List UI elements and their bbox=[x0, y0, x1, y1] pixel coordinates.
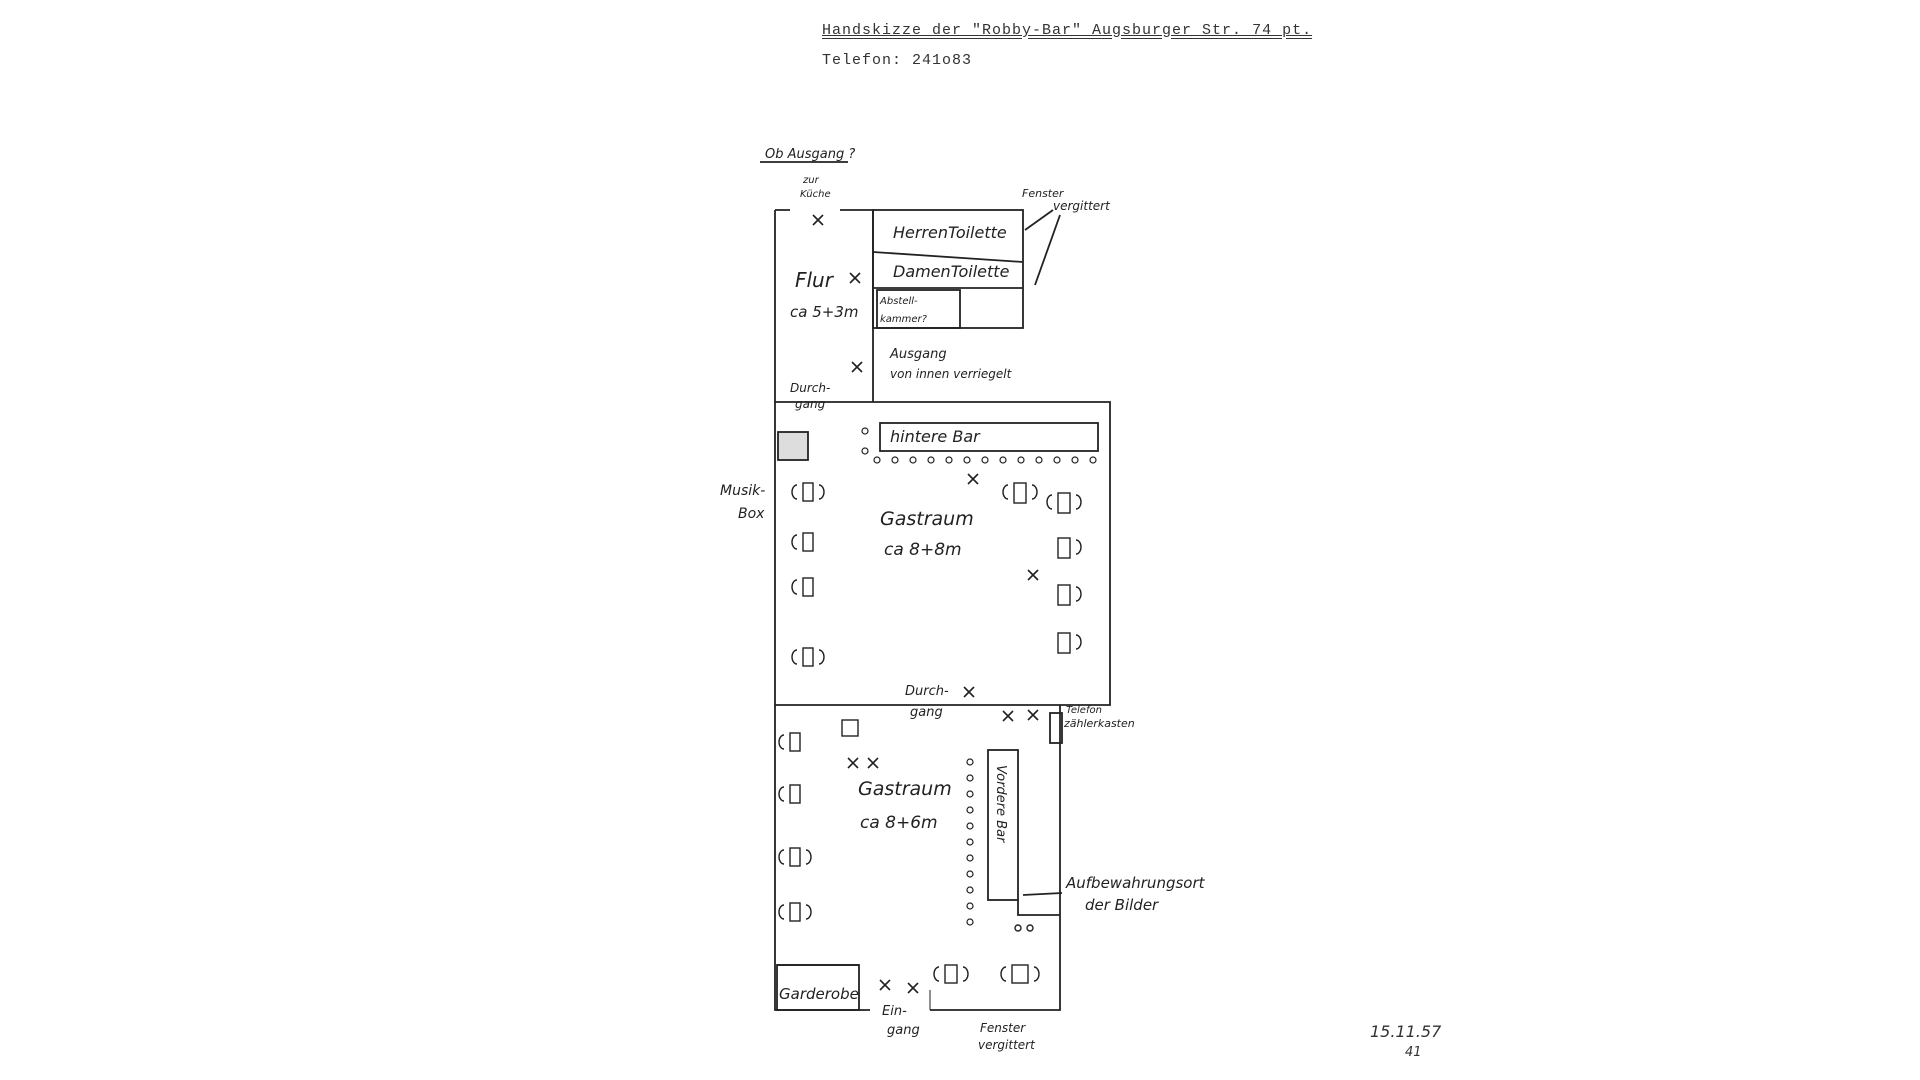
abstellkammer-box bbox=[876, 289, 961, 329]
label-gastraum2: Gastraum bbox=[858, 778, 952, 800]
label-abstell-1: Abstell- bbox=[879, 296, 918, 307]
label-ausgang-2: von innen verriegelt bbox=[890, 367, 1013, 381]
label-telefon-2: zählerkasten bbox=[1063, 717, 1135, 730]
label-hintere-bar: hintere Bar bbox=[890, 427, 981, 446]
label-eingang-2: gang bbox=[887, 1023, 920, 1038]
label-ob-ausgang: Ob Ausgang ? bbox=[765, 147, 855, 162]
label-kueche: Küche bbox=[800, 189, 831, 200]
label-musikbox-1: Musik- bbox=[720, 483, 765, 499]
label-eingang-1: Ein- bbox=[882, 1004, 907, 1019]
label-aufbewahrung-2: der Bilder bbox=[1085, 896, 1159, 914]
date-stamp: 15.11.57 bbox=[1370, 1022, 1442, 1041]
label-herren-toilette: HerrenToilette bbox=[893, 223, 1007, 242]
label-gastraum1-size: ca 8+8m bbox=[884, 540, 962, 560]
label-durchgang2-2: gang bbox=[910, 705, 943, 720]
label-zur: zur bbox=[802, 175, 820, 186]
label-garderobe: Garderobe bbox=[779, 985, 859, 1003]
label-durchgang1-2: gang bbox=[795, 397, 826, 411]
label-aufbewahrung-1: Aufbewahrungsort bbox=[1065, 874, 1206, 892]
gastraum1-wall bbox=[774, 401, 1111, 706]
label-abstell-2: kammer? bbox=[880, 314, 928, 325]
label-fenster-bottom-1: Fenster bbox=[980, 1021, 1026, 1035]
vordere-bar-end bbox=[1017, 900, 1060, 916]
label-telefon-1: Telefon bbox=[1066, 705, 1102, 716]
x-markers bbox=[812, 214, 1039, 994]
hintere-bar-stools bbox=[861, 427, 1097, 464]
vordere-bar-counter bbox=[987, 749, 1019, 901]
musikbox-box bbox=[777, 431, 809, 461]
label-gastraum1: Gastraum bbox=[880, 508, 974, 530]
label-gastraum2-size: ca 8+6m bbox=[860, 813, 938, 833]
arrow-aufbewahrung bbox=[1022, 892, 1063, 896]
toilet-divider bbox=[872, 251, 1024, 263]
tables bbox=[778, 482, 1082, 984]
document-title: Handskizze der "Robby-Bar" Augsburger St… bbox=[822, 22, 1313, 39]
document-phone: Telefon: 241o83 bbox=[822, 52, 973, 69]
hintere-bar-counter bbox=[879, 422, 1099, 452]
window-bottom bbox=[929, 990, 1061, 1010]
label-fenster-bottom-2: vergittert bbox=[978, 1038, 1036, 1052]
label-durchgang1-1: Durch- bbox=[790, 381, 830, 395]
label-musikbox-2: Box bbox=[738, 506, 765, 522]
arrow-fenster-2 bbox=[1034, 214, 1061, 286]
label-flur: Flur bbox=[795, 268, 835, 292]
telefon-box bbox=[1049, 712, 1063, 744]
page-number: 41 bbox=[1405, 1045, 1422, 1060]
vordere-bar-stools bbox=[966, 758, 974, 926]
label-fenster-top-2: vergittert bbox=[1053, 199, 1111, 213]
label-fenster-top-1: Fenster bbox=[1022, 187, 1065, 200]
label-flur-size: ca 5+3m bbox=[790, 303, 858, 321]
label-durchgang2-1: Durch- bbox=[905, 684, 949, 699]
label-ausgang-1: Ausgang bbox=[889, 347, 947, 362]
label-vordere-bar: Vordere Bar bbox=[993, 765, 1008, 844]
arrow-fenster-1 bbox=[1024, 209, 1054, 231]
label-damen-toilette: DamenToilette bbox=[893, 262, 1010, 281]
